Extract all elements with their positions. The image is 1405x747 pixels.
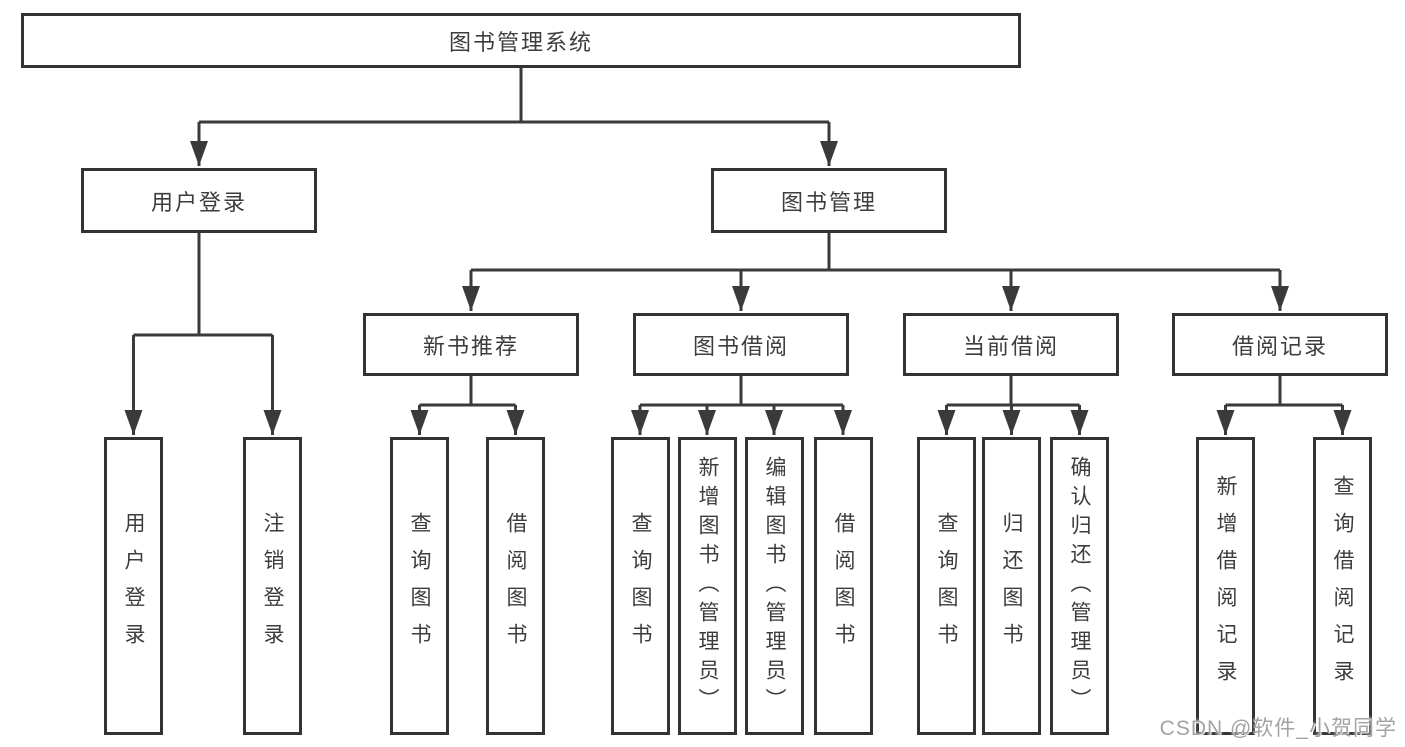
node-label: 图书管理 [780, 189, 877, 215]
csdn-watermark: CSDN @软件_小贺同学 [1159, 717, 1397, 740]
leaf-edit-books-admin: 编辑图书（管理员） [745, 437, 804, 735]
leaf-label: 编辑图书（管理员） [763, 455, 786, 717]
node-book-borrowing: 图书借阅 [633, 313, 849, 376]
node-user-login: 用户登录 [81, 168, 317, 233]
leaf-label: 查询图书 [408, 512, 431, 660]
leaf-query-books-recommend: 查询图书 [390, 437, 449, 735]
node-book-management: 图书管理 [711, 168, 947, 233]
node-label: 新书推荐 [422, 333, 519, 359]
leaf-label: 用户登录 [122, 512, 145, 660]
node-new-book-recommendation: 新书推荐 [363, 313, 579, 376]
leaf-label: 借阅图书 [832, 512, 855, 660]
node-library-management-system: 图书管理系统 [21, 13, 1021, 68]
leaf-label: 查询图书 [935, 512, 958, 660]
node-label: 借阅记录 [1231, 333, 1328, 359]
node-label: 图书管理系统 [448, 29, 593, 55]
leaf-label: 注销登录 [261, 512, 284, 660]
leaf-label: 新增图书（管理员） [696, 455, 719, 717]
leaf-user-login: 用户登录 [104, 437, 163, 735]
leaf-label: 借阅图书 [504, 512, 527, 660]
leaf-label: 归还图书 [1000, 512, 1023, 660]
leaf-label: 确认归还（管理员） [1068, 455, 1091, 717]
leaf-add-books-admin: 新增图书（管理员） [678, 437, 737, 735]
node-label: 用户登录 [150, 189, 247, 215]
node-current-borrowing: 当前借阅 [903, 313, 1119, 376]
leaf-query-books-borrowing: 查询图书 [611, 437, 670, 735]
leaf-label: 查询图书 [629, 512, 652, 660]
leaf-query-borrow-record: 查询借阅记录 [1313, 437, 1372, 735]
leaf-label: 新增借阅记录 [1214, 475, 1237, 697]
leaf-label: 查询借阅记录 [1331, 475, 1354, 697]
leaf-borrow-books-borrowing: 借阅图书 [814, 437, 873, 735]
leaf-return-books: 归还图书 [982, 437, 1041, 735]
node-label: 图书借阅 [692, 333, 789, 359]
leaf-borrow-books-recommend: 借阅图书 [486, 437, 545, 735]
node-borrowing-records: 借阅记录 [1172, 313, 1388, 376]
node-label: 当前借阅 [962, 333, 1059, 359]
leaf-query-books-current: 查询图书 [917, 437, 976, 735]
leaf-confirm-return-admin: 确认归还（管理员） [1050, 437, 1109, 735]
leaf-logout: 注销登录 [243, 437, 302, 735]
leaf-add-borrow-record: 新增借阅记录 [1196, 437, 1255, 735]
